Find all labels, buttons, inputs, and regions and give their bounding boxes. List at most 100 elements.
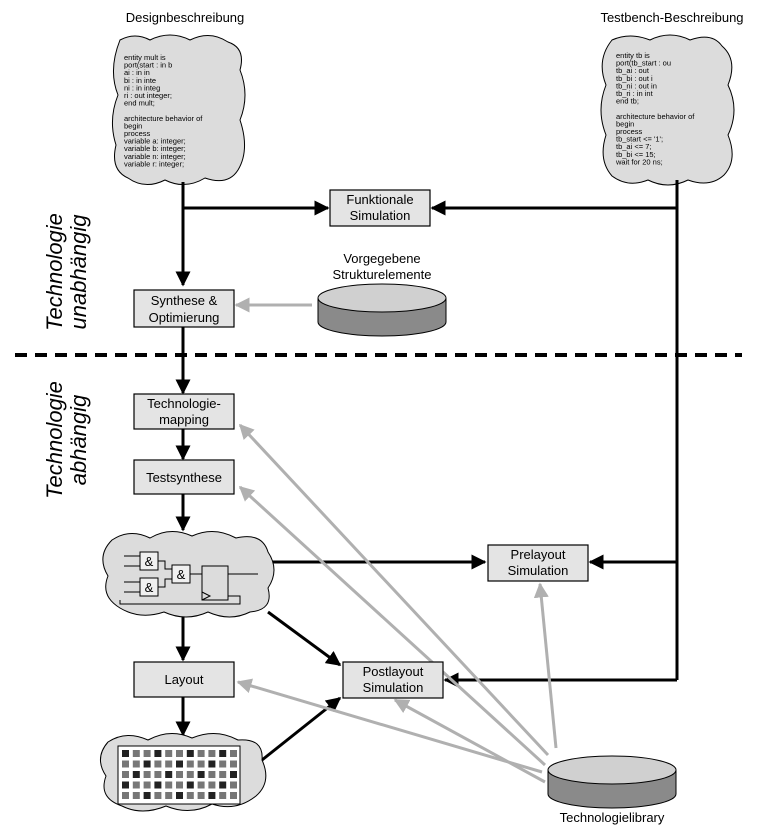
- chip-cell: [208, 760, 216, 768]
- design-code-line: ai : in in: [124, 68, 150, 77]
- chip-cell: [230, 781, 237, 789]
- design-code-line: ni : in integ: [124, 83, 160, 92]
- chip-cell: [122, 760, 129, 768]
- testbench-code-line: tb_bi : out i: [616, 74, 653, 83]
- chip-cell: [154, 792, 162, 799]
- chip-cell: [165, 792, 173, 799]
- design-code-line: process: [124, 129, 151, 138]
- chip-cell: [154, 771, 162, 778]
- chip-cell: [154, 760, 162, 768]
- chip-cell: [143, 792, 151, 799]
- side-label-dependent: Technologie abhängig: [42, 381, 91, 499]
- chip-cell: [143, 760, 151, 768]
- chip-cell: [230, 760, 237, 768]
- chip-cell: [186, 750, 194, 757]
- svg-text:unabhängig: unabhängig: [66, 214, 91, 330]
- and-gate-1-symbol: &: [145, 554, 154, 569]
- chip-cell: [154, 750, 162, 757]
- design-code-line: variable n: integer;: [124, 152, 186, 161]
- chip-cell: [197, 771, 205, 778]
- svg-text:Strukturelemente: Strukturelemente: [333, 267, 432, 282]
- svg-text:Simulation: Simulation: [508, 563, 569, 578]
- chip-cell: [122, 771, 129, 778]
- design-code-line: variable b: integer;: [124, 144, 186, 153]
- design-code-line: bi : in inte: [124, 76, 156, 85]
- svg-text:Technologie: Technologie: [42, 381, 67, 499]
- synthese-optimierung-box: Synthese & Optimierung: [133, 289, 235, 328]
- black-flow-arrows: [175, 180, 679, 762]
- technologielibrary-database: Technologielibrary: [547, 755, 677, 825]
- prelayout-simulation-box: Prelayout Simulation: [487, 544, 589, 582]
- design-code-listing: entity mult is port(start : in b ai : in…: [124, 53, 203, 168]
- chip-cell: [230, 750, 237, 757]
- chip-cell: [230, 771, 237, 778]
- chip-cell: [122, 792, 129, 799]
- svg-text:Prelayout: Prelayout: [511, 547, 566, 562]
- testbench-description-header: Testbench-Beschreibung: [600, 10, 743, 25]
- svg-text:Technologie-: Technologie-: [147, 396, 221, 411]
- chip-cell: [208, 771, 216, 778]
- chip-cell: [176, 771, 183, 778]
- svg-text:Layout: Layout: [164, 672, 203, 687]
- chip-cell: [219, 750, 227, 757]
- testbench-code-line: begin: [616, 119, 634, 128]
- chip-cell: [143, 750, 151, 757]
- svg-text:Simulation: Simulation: [350, 208, 411, 223]
- design-code-line: variable a: integer;: [124, 137, 186, 146]
- chip-cell: [208, 792, 216, 799]
- chip-cell: [208, 750, 216, 757]
- gate-netlist-cloud: & & &: [102, 531, 275, 618]
- chip-cell: [143, 771, 151, 778]
- chip-cell: [132, 781, 140, 789]
- funktionale-simulation-box: Funktionale Simulation: [329, 189, 431, 227]
- chip-cell: [186, 781, 194, 789]
- chip-cell: [165, 760, 173, 768]
- chip-cell: [197, 781, 205, 789]
- testsynthese-box: Testsynthese: [133, 459, 235, 495]
- testbench-code-line: tb_ai : out: [616, 66, 650, 75]
- svg-text:mapping: mapping: [159, 412, 209, 427]
- design-code-line: entity mult is: [124, 53, 166, 62]
- testbench-code-line: tb_start <= '1';: [616, 135, 663, 144]
- chip-cell: [186, 792, 194, 799]
- chip-cell: [219, 781, 227, 789]
- strukturelemente-database: Vorgegebene Strukturelemente: [317, 251, 447, 337]
- design-code-line: architecture behavior of: [124, 114, 203, 123]
- and-gate-2-symbol: &: [145, 580, 154, 595]
- svg-text:abhängig: abhängig: [66, 394, 91, 485]
- design-code-line: variable r: integer;: [124, 159, 184, 168]
- testbench-code-line: tb_ni : out in: [616, 81, 657, 90]
- chip-cell: [132, 760, 140, 768]
- design-code-cloud: [112, 34, 246, 185]
- chip-cell: [197, 792, 205, 799]
- chip-cell: [219, 760, 227, 768]
- chip-layout-cloud: [100, 733, 267, 812]
- chip-cell: [219, 771, 227, 778]
- design-description-header: Designbeschreibung: [126, 10, 245, 25]
- design-code-line: port(start : in b: [124, 61, 172, 70]
- chip-cell: [230, 792, 237, 799]
- design-code-line: begin: [124, 121, 142, 130]
- chip-cell: [165, 781, 173, 789]
- testbench-code-line: entity tb is: [616, 51, 650, 60]
- svg-text:Simulation: Simulation: [363, 680, 424, 695]
- chip-cell: [176, 792, 183, 799]
- chip-cell: [143, 781, 151, 789]
- chip-cell: [132, 750, 140, 757]
- chip-cell: [132, 771, 140, 778]
- chip-cell: [219, 792, 227, 799]
- chip-cell: [197, 750, 205, 757]
- chip-cell: [186, 760, 194, 768]
- chip-cell: [165, 750, 173, 757]
- svg-text:Technologie: Technologie: [42, 213, 67, 331]
- chip-layout-pattern: [122, 750, 237, 799]
- chip-cell: [176, 750, 183, 757]
- svg-text:Vorgegebene: Vorgegebene: [343, 251, 420, 266]
- testbench-code-line: tb_bi <= 15;: [616, 150, 656, 159]
- chip-cell: [176, 781, 183, 789]
- testbench-code-line: wait for 20 ns;: [615, 157, 663, 166]
- svg-text:Optimierung: Optimierung: [149, 310, 220, 325]
- testbench-code-line: process: [616, 127, 643, 136]
- chip-cell: [208, 781, 216, 789]
